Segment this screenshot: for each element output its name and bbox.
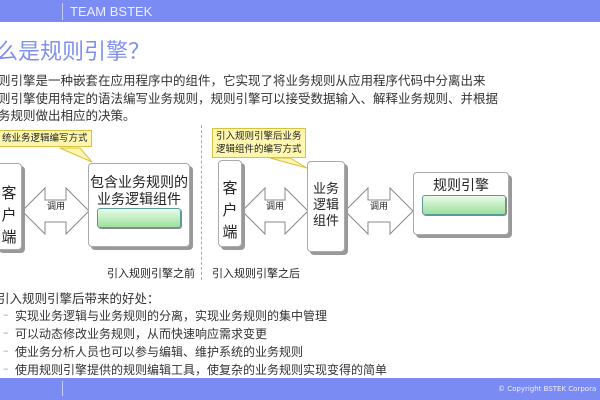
rules-bar [422, 195, 506, 215]
client-char: 端 [222, 223, 238, 241]
caption-after: 引入规则引擎之后 [212, 267, 300, 280]
bullet-dash: – [3, 362, 9, 375]
logic-component-before: 包含业务规则的 业务逻辑组件 [88, 163, 190, 247]
arrow-label: 调用 [47, 202, 66, 212]
client-char: 端 [1, 228, 17, 246]
arrow-label: 调用 [370, 202, 389, 212]
client-char: 户 [1, 206, 17, 224]
caption-before: 引入规则引擎之前 [107, 267, 195, 280]
callout-tail-1 [59, 147, 93, 163]
benefit-item: 可以动态修改业务规则，从而快速响应需求变更 [15, 327, 268, 341]
diagram-shapes [21, 147, 414, 236]
component-label: 业务 [312, 182, 339, 197]
intro-line: 务规则做出相应的决策。 [0, 108, 136, 123]
footer-bar: © Copyright BSTEK Corpora [0, 378, 600, 400]
divider [62, 3, 63, 20]
bullet-dash: – [3, 326, 9, 339]
brand-label: TEAM BSTEK [70, 4, 153, 19]
client-box-before: 客 户 端 [0, 163, 22, 250]
client-box-after: 客 户 端 [218, 160, 242, 247]
callout-after: 引入规则引擎后业务 逻辑组件的编写方式 [212, 128, 306, 158]
logic-component-after: 业务 逻辑 组件 [307, 161, 345, 252]
benefit-item: 使业务分析人员也可以参与编辑、维护系统的业务规则 [15, 345, 304, 359]
callout-tail-2 [269, 157, 308, 169]
rules-bar [97, 208, 181, 228]
component-label: 包含业务规则的 [90, 175, 188, 191]
page-title: 么是规则引擎？ [0, 40, 151, 65]
arrow-label: 调用 [266, 202, 285, 212]
benefits-heading: 引入规则引擎后带来的好处： [0, 291, 160, 306]
callout-line: 逻辑组件的编写方式 [216, 144, 302, 155]
intro-line: 则引擎是一种嵌套在应用程序中的组件，它实现了将业务规则从应用程序代码中分离出来 [0, 73, 486, 88]
benefit-item: 实现业务逻辑与业务规则的分离，实现业务规则的集中管理 [15, 309, 328, 323]
intro-line: 则引擎使用特定的语法编写业务规则，规则引擎可以接受数据输入、解释业务规则、并根据 [0, 91, 499, 106]
engine-label: 规则引擎 [433, 178, 489, 194]
component-label: 逻辑 [312, 198, 339, 213]
component-label: 业务逻辑组件 [97, 192, 181, 208]
component-label: 组件 [312, 214, 339, 229]
divider [201, 125, 202, 280]
bullet-dash: – [3, 344, 9, 357]
callout-line: 引入规则引擎后业务 [216, 131, 302, 142]
header-bar: TEAM BSTEK [0, 0, 600, 22]
client-char: 客 [1, 184, 17, 202]
bullet-dash: – [3, 308, 9, 321]
client-char: 客 [222, 179, 238, 197]
copyright: © Copyright BSTEK Corpora [498, 385, 597, 393]
callout-before: 统业务逻辑编写方式 [0, 130, 92, 147]
benefit-item: 使用规则引擎提供的规则编辑工具，使复杂的业务规则实现变得的简单 [15, 363, 388, 377]
client-char: 户 [222, 201, 238, 219]
divider [62, 381, 63, 396]
